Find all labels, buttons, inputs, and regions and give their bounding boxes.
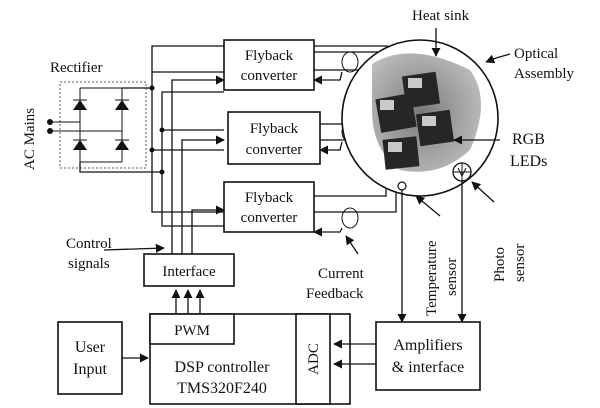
- flyback-1-line-1: Flyback: [245, 48, 294, 64]
- label-current: Current: [318, 266, 365, 282]
- user-input-line-1: User: [75, 339, 106, 356]
- amplifiers-block: [375, 321, 481, 391]
- pwm-label: PWM: [174, 323, 210, 339]
- adc-block: [295, 313, 331, 405]
- flyback-2-line-2: converter: [246, 142, 303, 158]
- flyback-converter-1: [223, 39, 315, 91]
- flyback-3-line-1: Flyback: [245, 190, 294, 206]
- label-signals: signals: [68, 256, 110, 272]
- label-heat-sink: Heat sink: [412, 8, 470, 24]
- label-ac-mains: AC Mains: [22, 108, 38, 170]
- label-control: Control: [66, 236, 112, 252]
- current-sense-1: [341, 51, 359, 73]
- flyback-2-line-1: Flyback: [250, 121, 299, 137]
- flyback-converter-3: [223, 181, 315, 233]
- amplifiers-line-2: & interface: [392, 359, 464, 376]
- dsp-line-2: TMS320F240: [177, 380, 267, 397]
- label-leds: LEDs: [510, 153, 547, 170]
- label-photo: Photo: [492, 247, 508, 282]
- temperature-sensor-icon: [397, 181, 407, 191]
- label-photo-sensor: sensor: [512, 244, 528, 282]
- user-input-block: [57, 321, 123, 395]
- interface-label: Interface: [162, 264, 216, 280]
- flyback-converter-2: [227, 111, 321, 165]
- adc-label: ADC: [306, 343, 322, 375]
- label-temperature: Temperature: [424, 240, 440, 316]
- flyback-3-line-2: converter: [241, 210, 298, 226]
- rectifier-block: [47, 81, 147, 169]
- label-rectifier: Rectifier: [50, 60, 102, 76]
- label-feedback: Feedback: [306, 286, 364, 302]
- label-rgb: RGB: [512, 131, 545, 148]
- photo-sensor-icon: [452, 162, 472, 182]
- label-temperature-sensor: sensor: [444, 258, 460, 296]
- user-input-line-2: Input: [73, 361, 107, 378]
- interface-block: [143, 253, 235, 287]
- rgb-leds: [375, 71, 455, 170]
- dsp-line-1: DSP controller: [175, 359, 271, 376]
- label-optical-1: Optical: [514, 46, 558, 62]
- label-optical-2: Assembly: [514, 66, 575, 82]
- pwm-block: [149, 313, 235, 345]
- current-sense-3: [341, 207, 359, 229]
- optical-assembly: [341, 39, 499, 197]
- flyback-1-line-2: converter: [241, 68, 298, 84]
- amplifiers-line-1: Amplifiers: [393, 337, 462, 354]
